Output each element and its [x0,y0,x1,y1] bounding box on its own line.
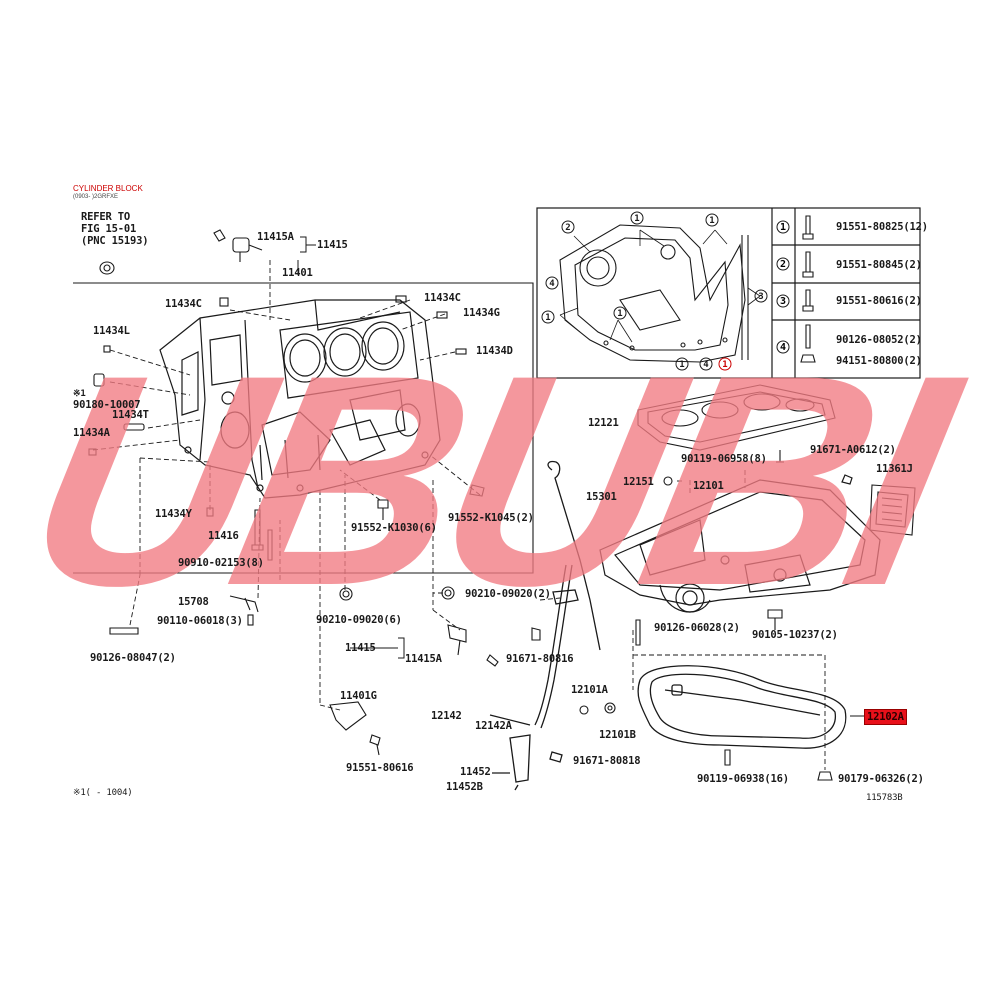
svg-text:1: 1 [617,309,622,319]
svg-text:4: 4 [549,279,555,289]
inset-callouts: 2 1 1 4 1 1 3 1 4 1 [541,211,790,371]
part-label[interactable]: 91551-80616 [346,762,414,774]
part-label[interactable]: 12101B [599,729,636,741]
legend-part[interactable]: 91551-80845(2) [836,259,922,271]
part-label[interactable]: 90210-09020(6) [316,614,402,626]
part-label[interactable]: 90110-06018(3) [157,615,243,627]
footnote: ※1( - 1004) [73,788,133,798]
part-label[interactable]: 11434D [476,345,513,357]
legend-num: 2 [780,259,787,270]
part-label[interactable]: 11415A [405,653,442,665]
legend-part[interactable]: 94151-80800(2) [836,355,922,367]
part-label[interactable]: 12101A [571,684,608,696]
inset-frame [536,207,921,379]
svg-text:1: 1 [634,214,639,224]
svg-text:2: 2 [565,223,570,233]
refer-line-2: FIG 15-01 [81,223,137,235]
part-label[interactable]: 11415 [345,642,376,654]
part-label[interactable]: 11401G [340,690,377,702]
note-mark: ※1 [73,389,86,399]
legend-num: 1 [780,222,787,233]
part-label[interactable]: 15301 [586,491,617,503]
part-label[interactable]: 12121 [588,417,619,429]
legend-num: 3 [780,296,787,307]
gasket [637,384,836,463]
lower-oil-pan [637,665,847,749]
refer-line-3: (PNC 15193) [81,235,149,247]
part-label[interactable]: 15708 [178,596,209,608]
svg-text:4: 4 [703,360,709,370]
part-label[interactable]: 11434G [463,307,500,319]
part-label[interactable]: 90210-09020(2) [465,588,551,600]
part-label[interactable]: 11415A [257,231,294,243]
small-parts-left [88,229,541,756]
part-label[interactable]: 12142 [431,710,462,722]
part-label[interactable]: 11434T [112,409,149,421]
legend-part[interactable]: 91551-80616(2) [836,295,922,307]
part-label[interactable]: 91671-80816 [506,653,574,665]
block-frame [73,282,534,574]
section-title: CYLINDER BLOCK [73,184,143,193]
legend-num: 4 [780,342,787,353]
part-label[interactable]: 11434Y [155,508,192,520]
refer-line-1: REFER TO [81,211,130,223]
part-label[interactable]: 90119-06958(8) [681,453,767,465]
part-label[interactable]: 90179-06326(2) [838,773,924,785]
svg-text:3: 3 [758,292,763,302]
oil-strainer [869,484,916,536]
part-label[interactable]: 11434L [93,325,130,337]
part-label[interactable]: 91671-80818 [573,755,641,767]
legend-part[interactable]: 90126-08052(2) [836,334,922,346]
part-label[interactable]: 11415 [317,239,348,251]
part-label[interactable]: 11434A [73,427,110,439]
timing-cover [559,224,761,363]
part-label[interactable]: 90126-06028(2) [654,622,740,634]
part-label[interactable]: 91671-A0612(2) [810,444,896,456]
svg-text:1: 1 [722,360,727,370]
svg-text:1: 1 [679,360,684,370]
section-subtitle: (0903- )2GRFXE [73,194,119,200]
svg-text:1: 1 [709,216,714,226]
figure-id: 115783B [866,793,903,803]
part-label[interactable]: 91552-K1045(2) [448,512,534,524]
legend-part[interactable]: 91551-80825(12) [836,221,928,233]
part-label[interactable]: 11401 [282,267,313,279]
part-label[interactable]: 90119-06938(16) [697,773,789,785]
part-label[interactable]: 90105-10237(2) [752,629,838,641]
part-label[interactable]: 90910-02153(8) [178,557,264,569]
dipstick [489,460,601,791]
svg-text:1: 1 [545,313,550,323]
part-label[interactable]: 11434C [165,298,202,310]
part-label[interactable]: 12151 [623,476,654,488]
part-label[interactable]: 91552-K1030(6) [351,522,437,534]
upper-oil-pan [599,474,881,613]
watermark: UBUBI [4,312,966,648]
part-label[interactable]: 90180-10007 [73,399,141,411]
part-label[interactable]: 11452B [446,781,483,793]
part-label[interactable]: 12101 [693,480,724,492]
part-label[interactable]: 90126-08047(2) [90,652,176,664]
highlighted-part-label[interactable]: 12102A [864,709,907,725]
legend-bolts [800,215,816,363]
part-label[interactable]: 12142A [475,720,512,732]
part-label[interactable]: 11416 [208,530,239,542]
part-label[interactable]: 11361J [876,463,913,475]
part-label[interactable]: 11434C [424,292,461,304]
engine-block [159,299,441,499]
part-label[interactable]: 11452 [460,766,491,778]
